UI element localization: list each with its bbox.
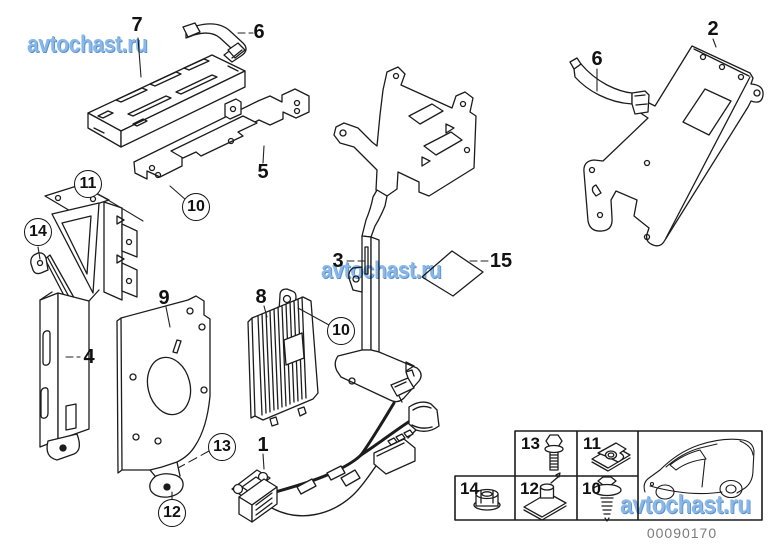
callout-14-circle[interactable]: 14 xyxy=(24,218,52,246)
part-2-drawing xyxy=(583,45,764,247)
callout-6-left[interactable]: 6 xyxy=(253,21,265,43)
legend-cell-11[interactable]: 11 xyxy=(583,434,601,453)
callout-1[interactable]: 1 xyxy=(257,434,269,456)
callout-7[interactable]: 7 xyxy=(131,14,143,36)
legend-grid xyxy=(454,430,763,521)
part-4-drawing xyxy=(30,184,138,461)
drawing-number: 00090170 xyxy=(646,525,718,541)
callout-10-circle-mid[interactable]: 10 xyxy=(327,317,355,345)
callout-11-circle[interactable]: 11 xyxy=(74,170,102,198)
callout-2[interactable]: 2 xyxy=(707,18,719,40)
part-5-drawing xyxy=(133,88,310,180)
watermark-top-left: avtochast.ru xyxy=(27,31,148,58)
part-6-left-drawing xyxy=(182,22,247,63)
part-6-right-drawing xyxy=(569,57,650,115)
part-9-drawing xyxy=(116,295,211,498)
part-8-drawing xyxy=(247,288,319,427)
callout-10-circle-upper[interactable]: 10 xyxy=(182,193,210,221)
legend-cell-13[interactable]: 13 xyxy=(521,434,540,453)
callout-15[interactable]: 15 xyxy=(489,250,513,272)
car-silhouette xyxy=(643,438,755,500)
callout-8[interactable]: 8 xyxy=(255,286,267,308)
callout-12-circle[interactable]: 12 xyxy=(158,499,186,527)
callout-3[interactable]: 3 xyxy=(332,250,344,272)
watermark-center: avtochast.ru xyxy=(321,257,442,284)
callout-5[interactable]: 5 xyxy=(257,161,269,183)
part-15-drawing xyxy=(421,250,484,297)
clip-stud-icon xyxy=(523,472,567,521)
part-7-drawing xyxy=(87,54,246,148)
callout-4[interactable]: 4 xyxy=(83,346,95,368)
leader-lines xyxy=(37,32,717,500)
part-3-drawing xyxy=(333,66,477,403)
hex-bolt-icon xyxy=(544,434,564,471)
part-1-drawing xyxy=(231,369,440,523)
legend-cell-12[interactable]: 12 xyxy=(520,479,539,498)
clip-nut-icon xyxy=(591,442,631,472)
callout-6-right[interactable]: 6 xyxy=(591,48,603,70)
callout-13-circle[interactable]: 13 xyxy=(208,433,236,461)
callout-9[interactable]: 9 xyxy=(158,287,170,309)
legend-cell-10[interactable]: 10 xyxy=(582,479,601,498)
watermark-bottom-right: avtochast.ru xyxy=(620,489,751,519)
flange-nut-icon xyxy=(473,488,501,511)
legend-cell-14[interactable]: 14 xyxy=(460,479,479,498)
washer-screw-icon xyxy=(592,476,622,522)
